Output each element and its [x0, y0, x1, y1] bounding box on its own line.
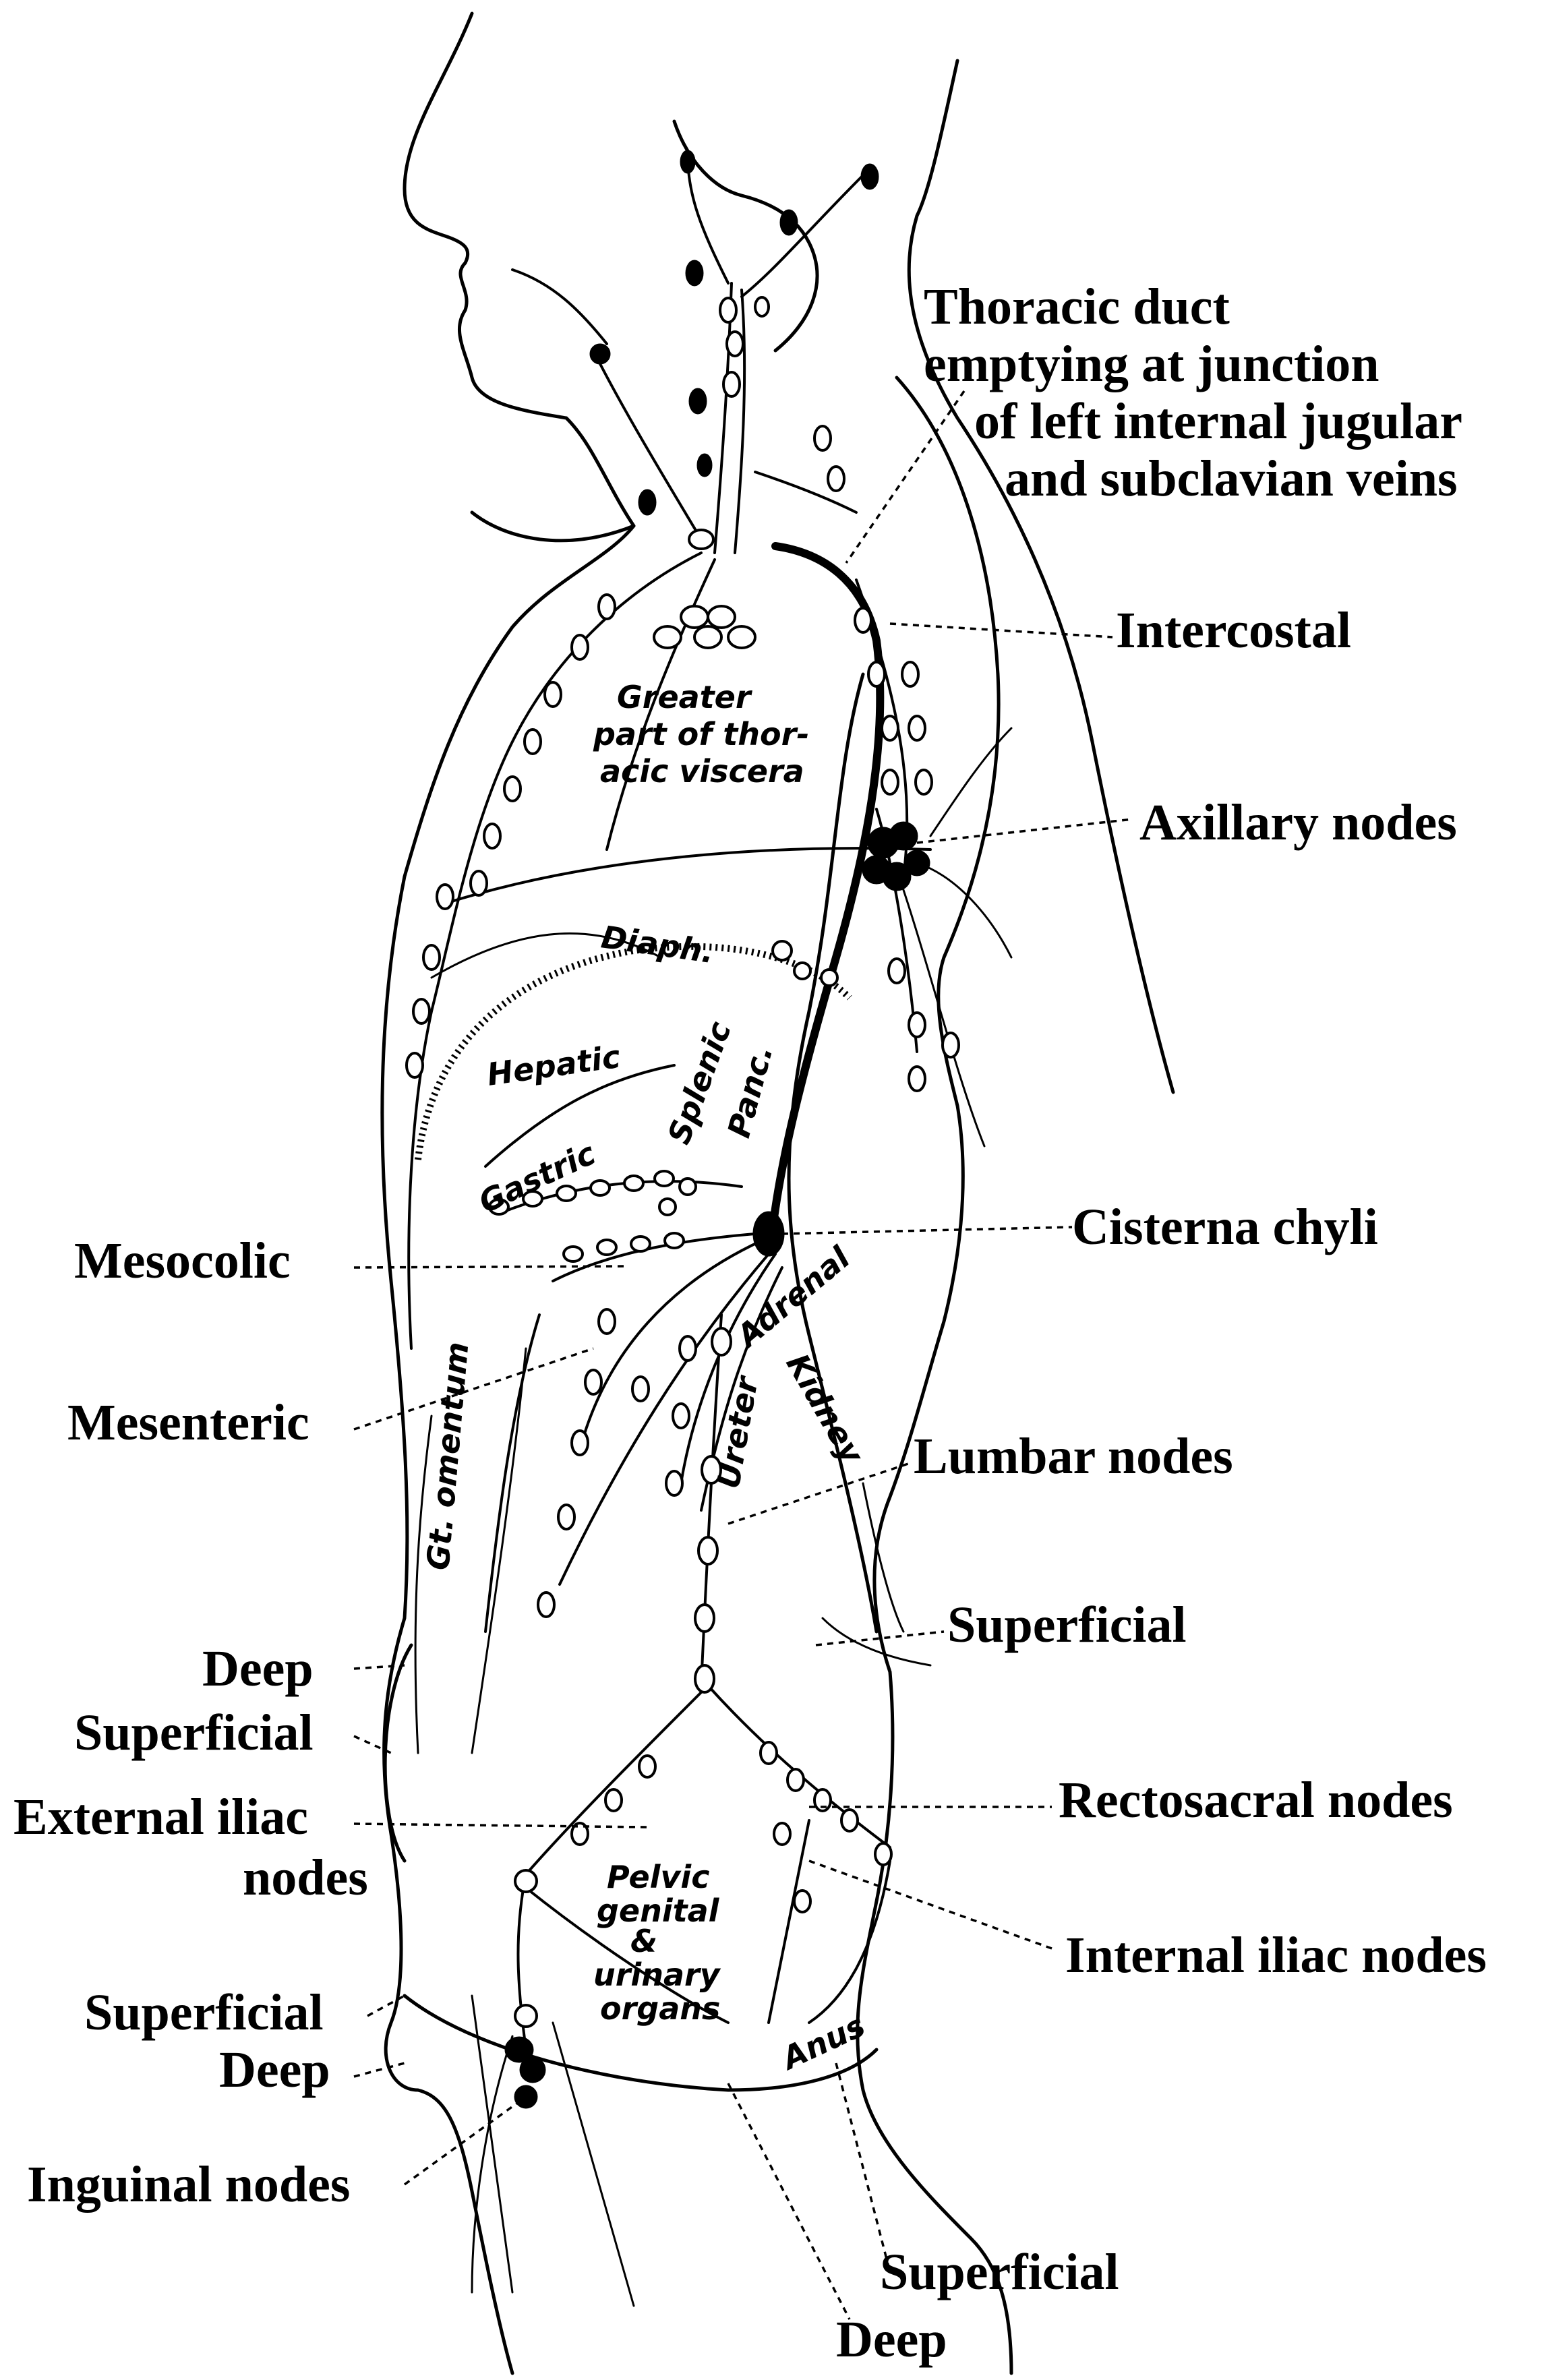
pelvic-organs-label-line1: Pelvic: [607, 1859, 709, 1895]
gt-omentum-label: Gt. omentum: [419, 1340, 475, 1572]
internal-iliac-nodes-label: Internal iliac nodes: [1065, 1927, 1487, 1984]
lumbar-nodes-label: Lumbar nodes: [914, 1428, 1233, 1485]
thoracic-duct-label-line2: emptying at junction: [924, 336, 1379, 392]
kidney-label: Kidney: [779, 1348, 871, 1471]
superficial-thigh-label: Superficial: [84, 1984, 324, 2041]
diaphragm-line: [418, 947, 850, 1160]
superficial-abdomen-label: Superficial: [947, 1597, 1187, 1653]
superficial-bottom-label: Superficial: [880, 2244, 1119, 2300]
inguinal-nodes-label: Inguinal nodes: [27, 2156, 350, 2213]
thoracic-duct-label-line3: of left internal jugular: [974, 393, 1462, 450]
axillary-nodes-label: Axillary nodes: [1139, 794, 1457, 851]
cisterna-chyli-node: [754, 1212, 783, 1255]
pelvic-organs-label-line5: organs: [600, 1990, 720, 2027]
external-iliac-label-line2: nodes: [243, 1849, 368, 1906]
pelvic-organs-label-line4: urinary: [593, 1957, 721, 1993]
pelvic-organs-label-line2: genital: [597, 1893, 720, 1929]
intercostal-label: Intercostal: [1116, 602, 1351, 659]
deep-bottom-label: Deep: [836, 2311, 947, 2368]
cisterna-chyli-label: Cisterna chyli: [1072, 1199, 1378, 1255]
thoracic-duct-label-line1: Thoracic duct: [924, 278, 1230, 335]
thoracic-viscera-label-line3: acic viscera: [600, 753, 804, 790]
superficial-left-label: Superficial: [74, 1704, 314, 1761]
thoracic-duct: [772, 546, 880, 1234]
ureter-label: Ureter: [710, 1372, 766, 1491]
pelvic-organs-label-line3: &: [630, 1923, 657, 1959]
deep-thigh-label: Deep: [219, 2042, 330, 2098]
diaphragm-label: Diaph.: [599, 918, 716, 970]
pancreatic-label: Panc.: [720, 1041, 779, 1141]
hepatic-label: Hepatic: [485, 1038, 622, 1093]
mesocolic-label: Mesocolic: [74, 1232, 291, 1289]
mesenteric-label: Mesenteric: [67, 1394, 309, 1451]
thoracic-duct-label-line4: and subclavian veins: [1005, 450, 1458, 507]
rectosacral-nodes-label: Rectosacral nodes: [1059, 1772, 1453, 1828]
deep-left-label: Deep: [202, 1640, 314, 1697]
thoracic-viscera-label-line2: part of thor-: [593, 716, 809, 752]
external-iliac-label-line1: External iliac: [13, 1789, 308, 1845]
gastric-label: Gastric: [473, 1135, 601, 1220]
anus-label: Anus: [775, 2007, 870, 2078]
thoracic-viscera-label-line1: Greater: [617, 679, 753, 715]
